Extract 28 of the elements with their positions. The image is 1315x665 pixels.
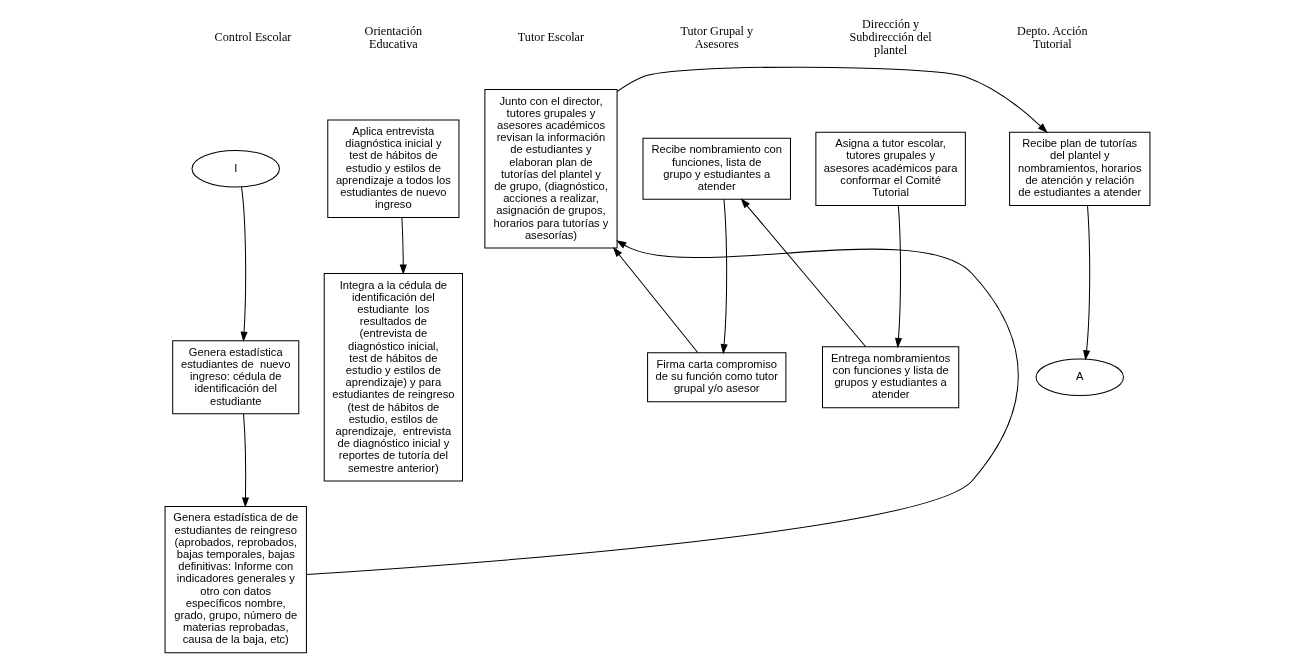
node-box: Entrega nombramientos con funciones y lista de grupos y estudiantes a atender — [822, 346, 960, 409]
label: Tutor Grupal y Asesores — [680, 23, 754, 51]
node-box: Recibe nombramiento con funciones, lista de grupo y estudiantes a atender — [642, 137, 791, 200]
node-box: Junto con el director, tutores grupales y asesores académicos revisan la información de estudiantes y elaboran plan de tutorías del plantel y de grupo, (diagnóstico, acciones a realizar, asignación de grupos, horarios para tutorías y asesorías) — [484, 88, 618, 249]
arrow — [612, 246, 699, 353]
arrow — [894, 205, 903, 349]
node-ellipse: I — [191, 149, 280, 188]
arrow — [240, 186, 248, 342]
node-box: Aplica entrevista diagnóstica inicial y test de hábitos de estudio y estilos de aprendizaje a todos los estudiantes de nuevo ingreso — [327, 119, 460, 219]
node-box: Asigna a tutor escolar, tutores grupales y asesores académicos para conformar el Comité Tutorial — [815, 131, 966, 206]
node-box: Genera estadística estudiantes de nuevo ingreso: cédula de identificación del estudiante — [172, 340, 300, 415]
node-ellipse: A — [1035, 358, 1124, 397]
label: Dirección y Subdirección del plantel — [849, 17, 932, 58]
node-box: Integra a la cédula de identificación del estudiante los resultados de (entrevista de diagnóstico inicial, test de hábitos de estudio y estilos de aprendizaje) y para estudiantes de reingreso (test de hábitos de estudio, estilos de aprendizaje, entrevista de diagnóstico inicial y reportes de tutoría del semestre anterior) — [323, 273, 463, 482]
label: Orientación Educativa — [364, 23, 423, 51]
node-box: Firma carta compromiso de su función como tutor grupal y/o asesor — [647, 352, 787, 403]
node-box: Genera estadística de de estudiantes de reingreso (aprobados, reprobados, bajas temporales, bajas definitivas: Informe con indicadores generales y otro con datos específicos nombre, grado, grupo, número de materias reprobadas, causa de la baja, etc) — [164, 505, 307, 654]
arrow — [306, 240, 1019, 575]
node-box: Recibe plan de tutorías del plantel y nombramientos, horarios de atención y relación de estudiantes a atender — [1009, 131, 1151, 206]
label: Depto. Acción Tutorial — [1017, 23, 1088, 51]
arrow — [616, 66, 1048, 133]
arrow — [1083, 205, 1091, 361]
arrow — [720, 198, 728, 355]
arrow — [241, 413, 250, 508]
arrow — [399, 217, 407, 275]
arrow — [740, 198, 867, 348]
label: Tutor Escolar — [517, 30, 585, 45]
label: Control Escolar — [214, 30, 292, 45]
